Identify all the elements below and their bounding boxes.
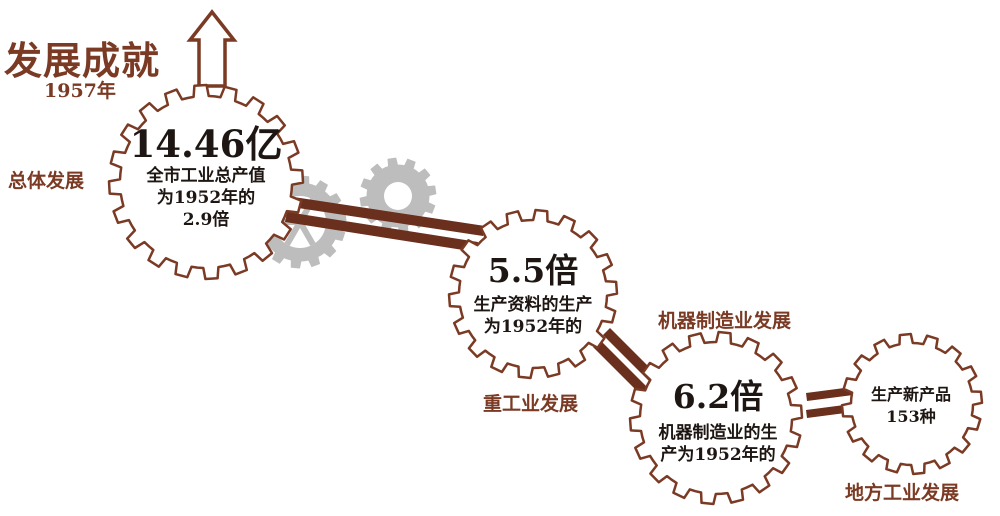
page-title: 发展成就 bbox=[4, 38, 161, 83]
desc-line: 153种 bbox=[886, 407, 936, 426]
node-desc: 全市工业总产值 为1952年的 2.9倍 bbox=[126, 165, 286, 231]
node-value: 14.46亿 bbox=[129, 122, 283, 166]
desc-line: 为1952年的 bbox=[483, 317, 583, 337]
gear-icon bbox=[107, 83, 305, 281]
desc-line: 为1952年的 bbox=[156, 188, 256, 208]
node-value: 5.5倍 bbox=[487, 251, 579, 290]
category-label: 重工业发展 bbox=[483, 393, 579, 415]
gear-icon bbox=[447, 208, 619, 380]
category-label: 机器制造业发展 bbox=[658, 310, 792, 332]
category-label: 地方工业发展 bbox=[845, 482, 960, 504]
desc-line: 机器制造业的生 bbox=[658, 423, 778, 443]
year-label: 1957年 bbox=[44, 80, 116, 102]
node-desc: 生产资料的生产 为1952年的 bbox=[458, 294, 608, 338]
gear-icon bbox=[840, 332, 984, 476]
desc-line: 全市工业总产值 bbox=[146, 166, 266, 186]
category-label: 总体发展 bbox=[8, 170, 85, 192]
desc-line: 生产资料的生产 bbox=[473, 295, 593, 315]
gear-spoke bbox=[297, 220, 316, 247]
node-value: 6.2倍 bbox=[672, 377, 764, 416]
gear-icon bbox=[628, 330, 804, 506]
gear-spoke bbox=[284, 220, 303, 247]
node-desc: 机器制造业的生 产为1952年的 bbox=[643, 422, 793, 466]
desc-line: 2.9倍 bbox=[182, 210, 230, 230]
desc-line: 生产新产品 bbox=[870, 385, 951, 404]
up-arrow-icon bbox=[186, 9, 238, 88]
node-desc: 生产新产品 153种 bbox=[851, 384, 971, 428]
gear-hub bbox=[384, 182, 412, 210]
rail-1 bbox=[285, 196, 485, 252]
desc-line: 产为1952年的 bbox=[660, 445, 776, 465]
